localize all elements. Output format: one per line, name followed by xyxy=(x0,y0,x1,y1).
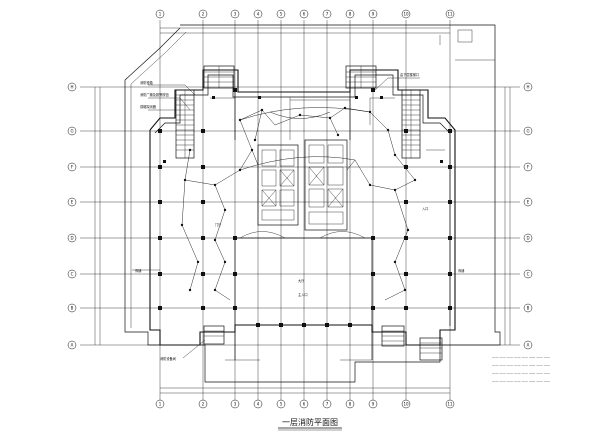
axis-bottom-9: 9 xyxy=(372,402,375,407)
axis-top-6: 6 xyxy=(303,12,306,17)
axis-bottom-7: 7 xyxy=(326,402,329,407)
axis-bubbles-left: H G F E D C B A xyxy=(67,82,77,350)
axis-bottom-10: 10 xyxy=(403,402,409,407)
label-right-room: 商铺 xyxy=(458,268,465,273)
legend-row-4: —— —— —— —— —— —— —— —— xyxy=(492,379,551,383)
axis-top-11: 11 xyxy=(447,12,453,17)
callout-smoke: 感烟探测器 xyxy=(140,104,157,109)
axis-right-a: A xyxy=(527,343,530,348)
core-left xyxy=(257,144,299,226)
axis-top-5: 5 xyxy=(280,12,283,17)
stair-right xyxy=(401,89,421,159)
axis-left-h: H xyxy=(70,85,73,90)
axis-top-10: 10 xyxy=(403,12,409,17)
core-right xyxy=(304,139,348,231)
axis-bubbles-right: H G F E D C B A xyxy=(523,82,533,350)
stair-left xyxy=(175,89,195,159)
axis-bottom-3: 3 xyxy=(234,402,237,407)
axis-top-2: 2 xyxy=(202,12,205,17)
legend-notes: —— —— —— —— —— —— —— —— —— —— —— —— —— —… xyxy=(492,355,551,383)
label-left-room: 商铺 xyxy=(135,268,142,273)
legend-row-2: —— —— —— —— —— —— —— —— xyxy=(492,363,551,367)
axis-left-b: B xyxy=(71,306,74,311)
axis-grid xyxy=(80,20,520,400)
columns xyxy=(158,88,452,327)
axis-top-3: 3 xyxy=(234,12,237,17)
axis-bottom-5: 5 xyxy=(280,402,283,407)
axis-right-e: E xyxy=(527,200,530,205)
stair-note: 由下层楼梯口 xyxy=(400,72,419,77)
callout-leaders xyxy=(132,77,445,359)
room-labels: 由下层楼梯口 消防栓箱 消防广播及报警按钮 感烟探测器 门厅 大厅 入口 主入口… xyxy=(135,72,465,361)
axis-top-1: 1 xyxy=(159,12,162,17)
interior-walls xyxy=(210,92,395,360)
axis-bottom-6: 6 xyxy=(303,402,306,407)
axis-left-d: D xyxy=(70,236,73,241)
axis-right-b: B xyxy=(527,306,530,311)
label-entrance: 主入口 xyxy=(298,292,308,297)
axis-top-9: 9 xyxy=(372,12,375,17)
callout-hydrant: 消防栓箱 xyxy=(140,80,154,85)
axis-bubbles-top: 1 2 3 4 5 6 7 8 9 10 11 xyxy=(155,9,455,19)
axis-right-g: G xyxy=(526,129,529,134)
axis-top-4: 4 xyxy=(257,12,260,17)
label-corner: 入口 xyxy=(422,207,428,211)
axis-right-d: D xyxy=(526,236,529,241)
axis-left-e: E xyxy=(71,200,74,205)
label-equipment: 消防设备间 xyxy=(160,356,176,361)
axis-left-f: F xyxy=(71,165,74,170)
building-outline xyxy=(149,69,456,346)
axis-left-c: C xyxy=(71,272,74,277)
drawing-title-block: 一层消防平面图 xyxy=(278,417,342,431)
label-hall: 大厅 xyxy=(298,278,305,283)
drawing-title: 一层消防平面图 xyxy=(282,417,338,427)
axis-bottom-11: 11 xyxy=(447,402,453,407)
label-lobby: 门厅 xyxy=(215,222,222,227)
axis-right-f: F xyxy=(527,165,530,170)
axis-left-g: G xyxy=(70,129,73,134)
stair-top-left xyxy=(203,65,235,89)
stair-top-right xyxy=(345,65,377,89)
fire-devices xyxy=(163,96,443,292)
axis-bottom-8: 8 xyxy=(349,402,352,407)
fire-alarm-wiring xyxy=(181,107,416,301)
legend-row-1: —— —— —— —— —— —— —— —— xyxy=(492,355,551,359)
callout-broadcast: 消防广播及报警按钮 xyxy=(140,92,169,97)
axis-bottom-2: 2 xyxy=(202,402,205,407)
bottom-rooms xyxy=(203,325,443,361)
legend-row-3: —— —— —— —— —— —— —— —— xyxy=(492,371,551,375)
axis-right-c: C xyxy=(527,272,530,277)
axis-bottom-4: 4 xyxy=(257,402,260,407)
axis-bubbles-bottom: 1 2 3 4 5 6 7 8 9 10 11 xyxy=(155,399,455,409)
axis-top-8: 8 xyxy=(349,12,352,17)
axis-left-a: A xyxy=(71,343,74,348)
site-boundary xyxy=(124,24,501,383)
axis-bottom-1: 1 xyxy=(159,402,162,407)
dimension-lines xyxy=(94,27,511,394)
axis-top-7: 7 xyxy=(326,12,329,17)
axis-right-h: H xyxy=(526,85,529,90)
